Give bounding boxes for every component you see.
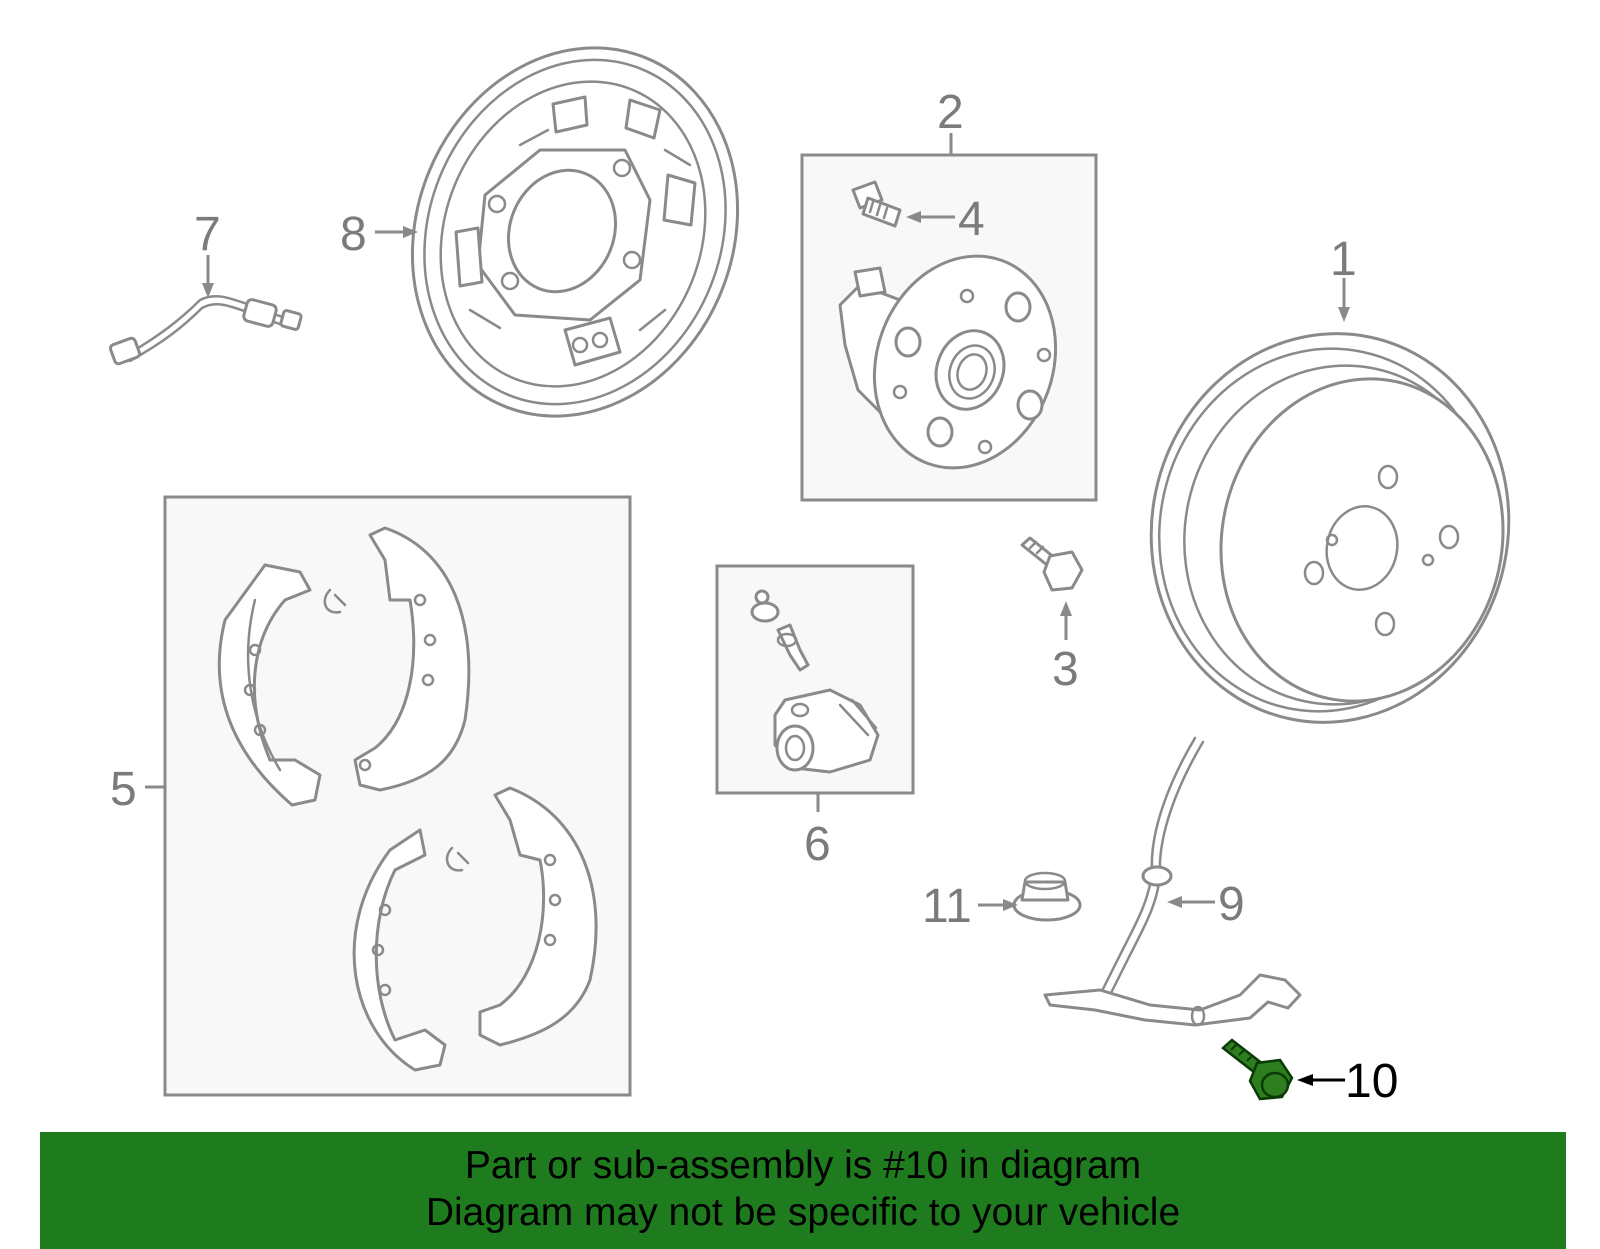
- callout-2: 2: [937, 86, 964, 139]
- brake-drum-part[interactable]: [1115, 300, 1544, 755]
- callout-5: 5: [110, 763, 137, 816]
- hub-bolt-part[interactable]: [1020, 536, 1084, 592]
- wheel-stud-part[interactable]: [851, 180, 902, 228]
- callout-1: 1: [1330, 233, 1357, 286]
- callout-6: 6: [804, 818, 831, 871]
- backing-plate-part[interactable]: [358, 0, 792, 465]
- grommet-part[interactable]: [1012, 871, 1082, 922]
- callout-arrows: [145, 133, 1350, 1086]
- banner-line-1: Part or sub-assembly is #10 in diagram: [464, 1144, 1142, 1187]
- abs-sensor-wire-part[interactable]: [1043, 736, 1302, 1027]
- brake-shoe-part[interactable]: [217, 526, 598, 1072]
- callout-10: 10: [1345, 1055, 1398, 1108]
- callout-9: 9: [1218, 878, 1245, 931]
- highlighted-bolt-part[interactable]: [1221, 1038, 1294, 1101]
- brake-hose-part[interactable]: [108, 294, 303, 366]
- callout-8: 8: [340, 208, 367, 261]
- hub-bearing-part[interactable]: [838, 230, 1085, 493]
- callout-7: 7: [194, 208, 221, 261]
- banner-line-2: Diagram may not be specific to your vehi…: [425, 1191, 1181, 1234]
- callout-3: 3: [1052, 643, 1079, 696]
- callout-11: 11: [922, 880, 972, 933]
- wheel-cylinder-part[interactable]: [750, 589, 880, 774]
- callout-4: 4: [958, 193, 985, 246]
- part-info-banner: Part or sub-assembly is #10 in diagram D…: [40, 1132, 1566, 1249]
